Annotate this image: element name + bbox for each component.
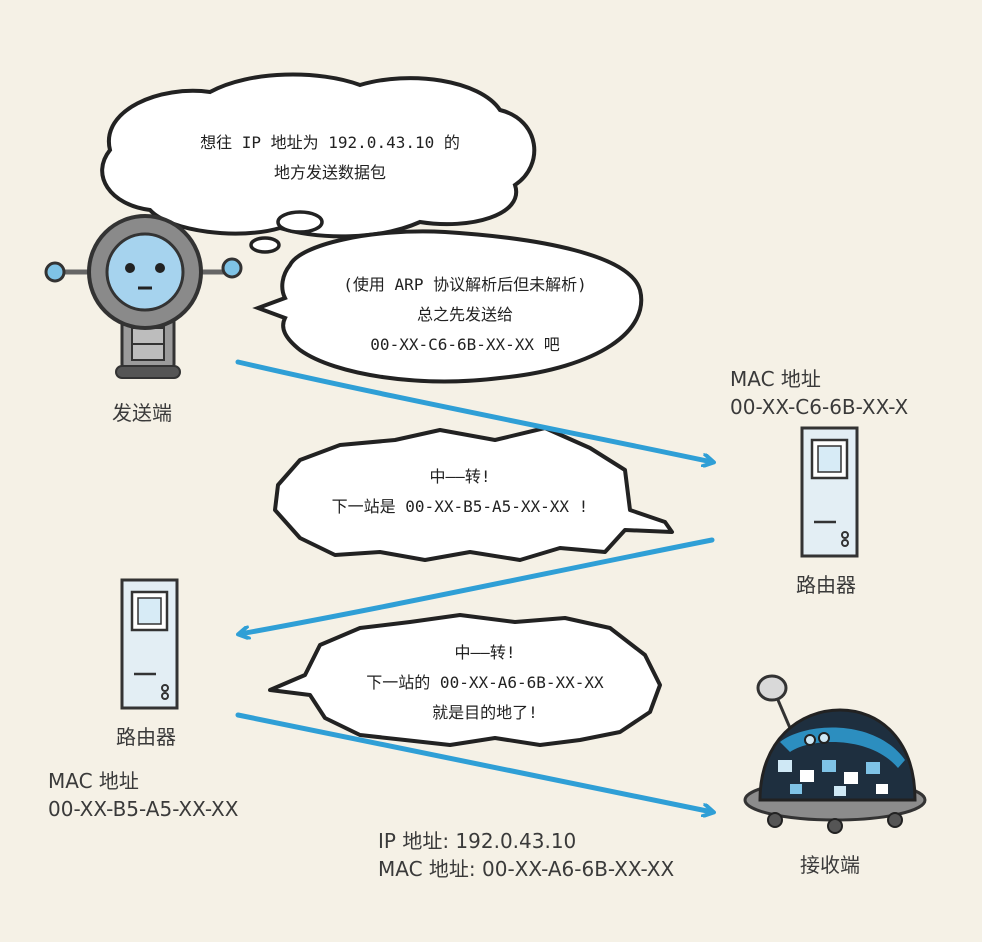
receiver-mac-line: MAC 地址: 00-XX-A6-6B-XX-XX <box>378 857 675 881</box>
receiver-ip-line: IP 地址: 192.0.43.10 <box>378 829 577 853</box>
router2-mac-title: MAC 地址 <box>48 769 139 793</box>
sender-thought-line2: 地方发送数据包 <box>273 163 386 182</box>
sender-label: 发送端 <box>112 401 172 425</box>
router2-speech-text: 中——转! 下一站的 00-XX-A6-6B-XX-XX 就是目的地了! <box>320 638 650 728</box>
router1-mac-title: MAC 地址 <box>730 367 821 391</box>
router2-speech-bubble <box>268 613 662 747</box>
router1-icon <box>800 426 859 558</box>
arrow-sender-to-router1 <box>235 359 712 462</box>
router2-mac-value: 00-XX-B5-A5-XX-XX <box>48 797 239 821</box>
arrow-router2-to-receiver <box>235 712 712 812</box>
sender-thought-text: 想往 IP 地址为 192.0.43.10 的 地方发送数据包 <box>180 128 480 188</box>
router1-speech-line2: 下一站是 00-XX-B5-A5-XX-XX ! <box>331 497 589 516</box>
router2-speech-line2: 下一站的 00-XX-A6-6B-XX-XX <box>366 673 604 692</box>
router1-label: 路由器 <box>796 573 856 597</box>
route-arrows <box>235 359 715 812</box>
receiver-label: 接收端 <box>800 853 860 877</box>
sender-thought-line1: 想往 IP 地址为 192.0.43.10 的 <box>200 133 460 152</box>
router1-speech-text: 中——转! 下一站是 00-XX-B5-A5-XX-XX ! <box>300 462 620 522</box>
router1-speech-bubble <box>273 426 674 562</box>
sender-speech-bubble <box>252 229 644 384</box>
receiver-robot-icon <box>743 674 927 834</box>
sender-speech-text: (使用 ARP 协议解析后但未解析) 总之先发送给 00-XX-C6-6B-XX… <box>295 270 635 360</box>
router2-speech-line3: 就是目的地了! <box>432 703 538 722</box>
router1-mac-value: 00-XX-C6-6B-XX-X <box>730 395 909 419</box>
sender-speech-line3: 00-XX-C6-6B-XX-XX 吧 <box>370 335 560 354</box>
router2-icon <box>120 578 179 710</box>
router2-label: 路由器 <box>116 725 176 749</box>
router1-speech-line1: 中——转! <box>429 467 491 486</box>
sender-thought-cloud <box>100 72 537 254</box>
sender-speech-line2: 总之先发送给 <box>416 305 513 324</box>
sender-robot-icon <box>44 214 243 379</box>
arrow-router1-to-router2 <box>240 537 715 634</box>
sender-speech-line1: (使用 ARP 协议解析后但未解析) <box>343 275 587 294</box>
router2-speech-line1: 中——转! <box>454 643 516 662</box>
